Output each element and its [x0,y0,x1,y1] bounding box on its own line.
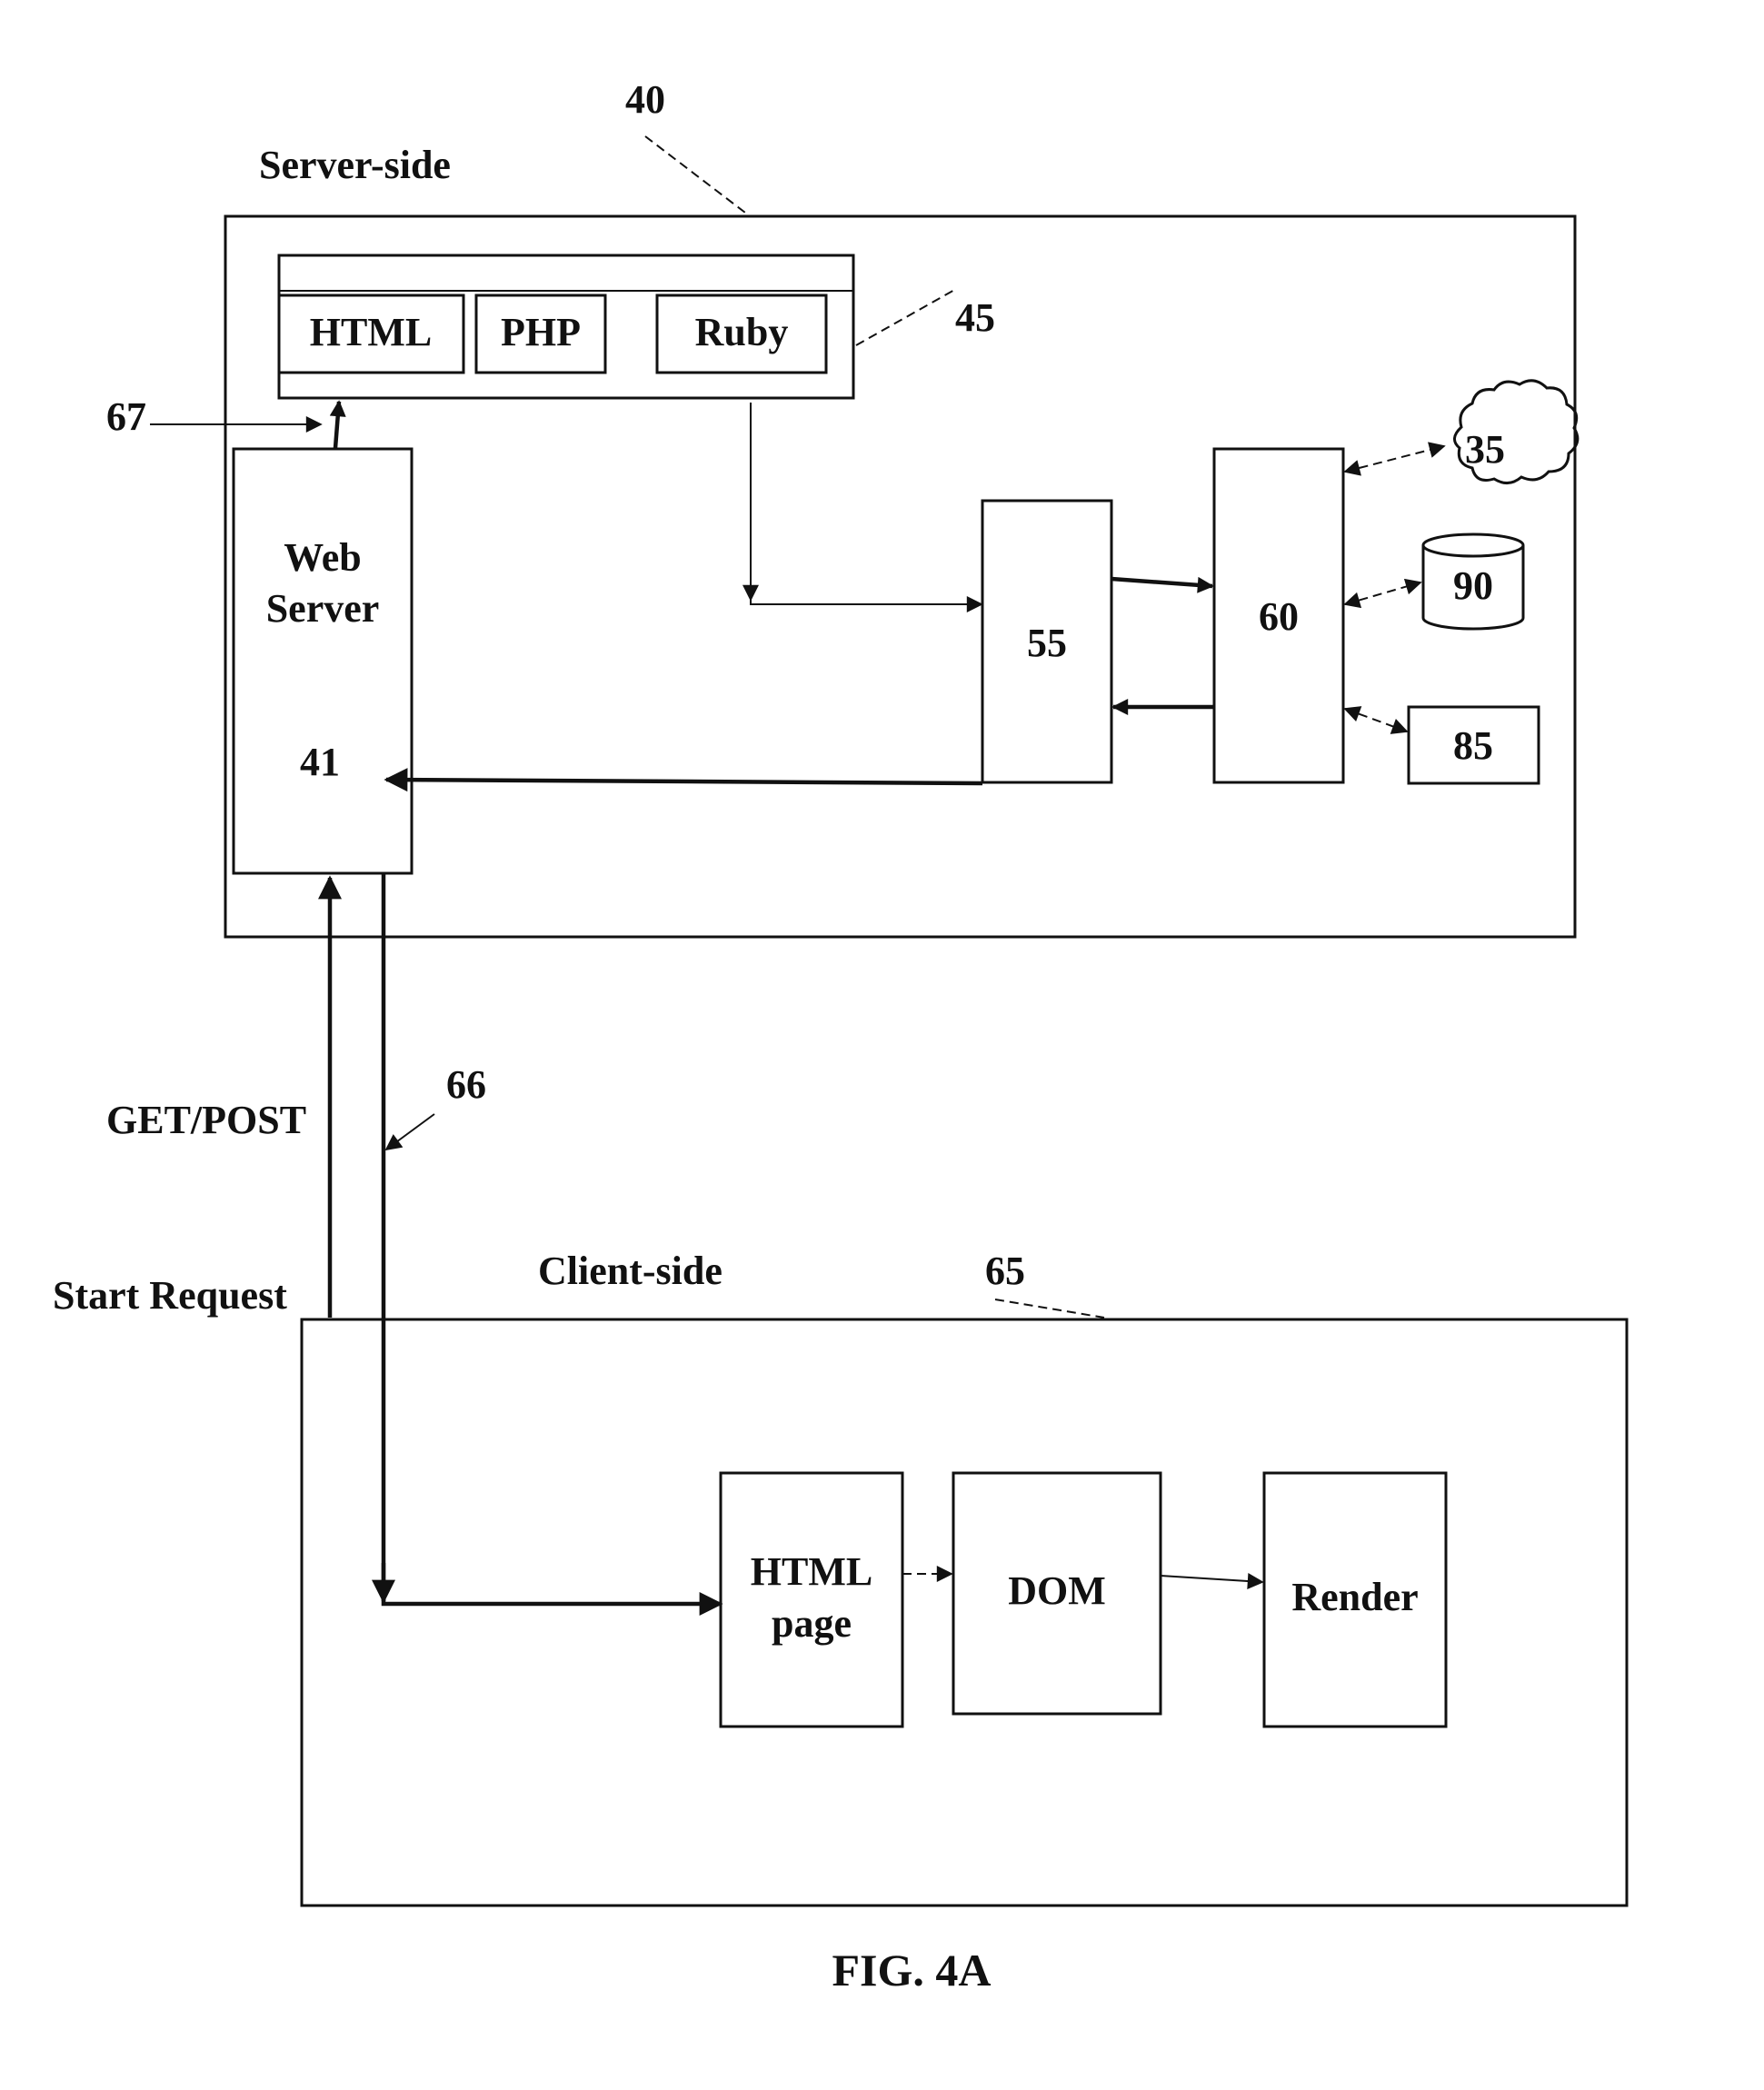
web-server-ref-number: 67 [106,394,146,439]
html-page-label-line1: HTML [751,1549,872,1594]
ruby-to-55-line [751,403,982,604]
client-ref-number: 65 [985,1249,1025,1293]
client-side-box [302,1319,1627,1906]
dom-label: DOM [1008,1568,1106,1613]
ruby-engine-label: Ruby [695,310,789,354]
web-server-to-engine-arrow [335,402,339,448]
web-server-label-line1: Web [284,535,362,580]
web-server-label-line2: Server [266,586,380,631]
php-engine-label: PHP [501,310,581,354]
server-ref-leader [645,136,745,213]
60-to-35-arrow [1345,446,1444,472]
response-ref-leader [386,1114,434,1150]
60-to-90-arrow [1345,582,1420,604]
55-to-web-server-arrow [386,780,982,783]
web-server-number: 41 [300,740,340,784]
network-cloud-35-label: 35 [1465,427,1505,472]
database-90-top [1423,534,1523,556]
html-engine-label: HTML [310,310,432,354]
client-side-title: Client-side [538,1249,723,1293]
55-to-60-arrow [1111,579,1212,586]
start-request-label: Start Request [53,1273,287,1318]
html-page-box [721,1473,902,1727]
server-side-title: Server-side [259,143,451,187]
response-ref-number: 66 [446,1062,486,1107]
server-ref-number: 40 [625,77,665,122]
render-label: Render [1291,1575,1418,1619]
get-post-label: GET/POST [106,1098,306,1142]
response-line [384,873,721,1604]
engines-ref-leader [856,289,956,345]
client-ref-leader [995,1299,1104,1318]
component-55-label: 55 [1027,621,1067,665]
component-60-label: 60 [1259,594,1299,639]
figure-caption: FIG. 4A [832,1945,992,1995]
dom-to-render-arrow [1161,1576,1262,1582]
component-85-label: 85 [1453,723,1493,768]
engines-ref-number: 45 [955,295,995,340]
database-90-label: 90 [1453,563,1493,608]
60-to-85-arrow [1345,709,1407,732]
web-server-box [234,449,412,873]
html-page-label-line2: page [772,1601,852,1646]
